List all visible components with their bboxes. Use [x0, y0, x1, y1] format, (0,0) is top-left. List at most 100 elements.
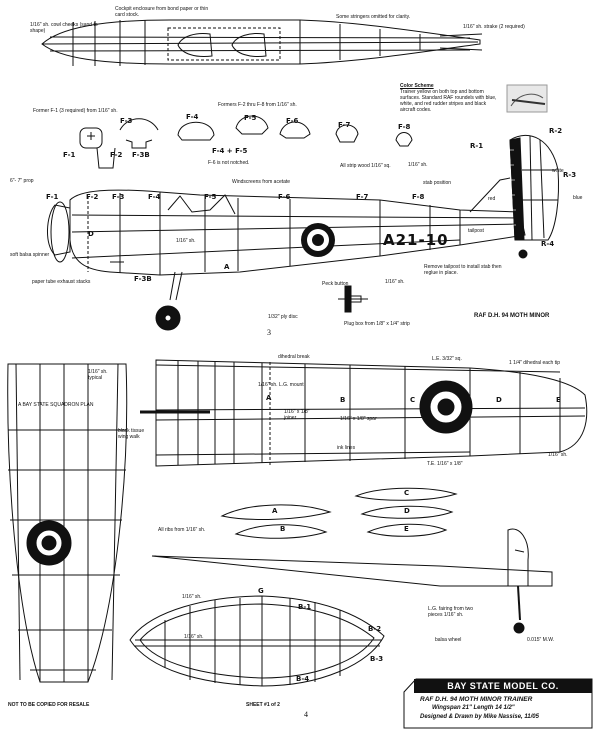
wing-ribs [220, 487, 458, 539]
callout-stab-b3: B-3 [370, 655, 384, 663]
callout-wing-b: B [340, 396, 346, 404]
label-stringers-omitted: Some stringers omitted for clarity. [336, 14, 411, 20]
label-stab-position: stab position [423, 180, 452, 186]
registration-code: A21-10 [383, 231, 449, 249]
label-white: white [552, 168, 564, 174]
title-company: BAY STATE MODEL CO. [414, 679, 592, 693]
label-f6-note: F-6 is not notched. [208, 160, 250, 166]
label-cockpit-enclosure: Cockpit enclosure from bond paper or thi… [115, 6, 209, 18]
label-lg-mount: 1/16" sh. L.G. mount [258, 382, 304, 388]
peck-button-detail [338, 285, 368, 313]
label-le: L.E. 3/32" sq. [432, 356, 462, 362]
callout-f2-top: F-2 [110, 151, 123, 159]
label-dihedral-tip: 1 1/4" dihedral each tip [509, 360, 560, 366]
title-designer: Designed & Drawn by Mike Nassise, 11/05 [420, 714, 539, 720]
label-te: T.E. 1/16" x 1/8" [427, 461, 463, 467]
label-exhaust-stacks: paper tube exhaust stacks [32, 279, 91, 285]
label-balsa-wheel: balsa wheel [435, 637, 462, 643]
callout-wing-c: C [410, 396, 416, 404]
main-wheel [155, 305, 181, 331]
callout-f7-top: F-7 [338, 121, 351, 129]
label-spar: 1/16" x 1/8" spar [340, 416, 377, 422]
wing-side-view [151, 528, 553, 634]
label-ink-lines: ink lines [337, 445, 356, 451]
label-sheet-b: 1/16" sh. [408, 162, 428, 168]
label-lg-fairing: L.G. fairing from two pieces 1/16" sh. [428, 606, 474, 618]
callout-r1: R-1 [470, 142, 484, 150]
callout-f3b-side: F-3B [134, 275, 152, 283]
label-ply-disc: 1/32" ply disc [268, 314, 298, 320]
label-dihedral-break: dihedral break [278, 354, 310, 360]
label-former-f1: Former F-1 (3 required) from 1/16" sh. [33, 108, 118, 114]
callout-rib-d: D [404, 507, 410, 515]
title-name: RAF D.H. 94 MOTH MINOR TRAINER [420, 696, 533, 703]
label-plug-box: Plug box from 1/8" x 1/4" strip [344, 321, 410, 327]
fuselage-side-view [47, 177, 526, 301]
color-scheme-heading: Color Scheme [400, 83, 434, 89]
tailplane-roundel [26, 520, 72, 566]
label-formers-f2-f8: Formers F-2 thru F-8 from 1/16" sh. [218, 102, 297, 108]
label-black-tissue: black tissue wing walk [118, 428, 145, 440]
color-scheme-note: Color Scheme Trainer yellow on both top … [400, 83, 500, 113]
callout-r2: R-2 [549, 127, 563, 135]
color-scheme-thumbnail [506, 84, 548, 113]
callout-a-side: A [224, 263, 230, 271]
page-number-3: 3 [267, 328, 271, 337]
fuselage-roundel [301, 223, 335, 257]
label-windscreens: Windscreens from acetate [232, 179, 291, 185]
former-outlines [79, 115, 413, 169]
label-prop: 6"- 7" prop [10, 178, 34, 184]
callout-stab-g: G [258, 587, 264, 595]
callout-f5: F-5 [244, 114, 257, 122]
callout-rib-e: E [404, 525, 409, 533]
callout-f1-side: F-1 [46, 193, 59, 201]
callout-stab-b2: B-2 [368, 625, 382, 633]
callout-f4-side: F-4 [148, 193, 161, 201]
label-joiner: 1/16" x 1/8" joiner [284, 409, 310, 421]
label-all-strip: All strip wood 1/16" sq. [340, 163, 391, 169]
label-sheet: SHEET #1 of 2 [246, 702, 280, 708]
callout-r4: R-4 [541, 240, 555, 248]
title-specs: Wingspan 21" Length 14 1/2" [432, 705, 515, 711]
callout-f8-top: F-8 [398, 123, 411, 131]
label-soft-spinner: soft balsa spinner [10, 252, 50, 258]
label-typical: 1/16" sh. typical [88, 369, 108, 381]
label-sheet-d: 1/16" sh. [548, 452, 568, 458]
tailplane-plan [7, 363, 128, 683]
label-cowl-cheeks: 1/16" sh. cowl cheeks (sand to shape) [30, 22, 98, 34]
label-stab-sheet-2: 1/16" sh. [184, 634, 204, 640]
callout-f7-side: F-7 [356, 193, 369, 201]
callout-f6-side: F-6 [278, 193, 291, 201]
callout-f1-top: F-1 [63, 151, 76, 159]
callout-d-side: D [88, 230, 94, 238]
tail-wheel [518, 249, 528, 259]
fuselage-top-view [41, 19, 483, 66]
label-mw: 0.015" M.W. [527, 637, 555, 643]
title-block: BAY STATE MODEL CO. RAF D.H. 94 MOTH MIN… [402, 678, 592, 728]
callout-rib-b: B [280, 525, 286, 533]
callout-r3: R-3 [563, 171, 577, 179]
label-blue: blue [573, 195, 583, 201]
callout-f3: F-3 [120, 117, 133, 125]
callout-f3b-top: F-3B [132, 151, 150, 159]
label-all-ribs: All ribs from 1/16" sh. [158, 527, 206, 533]
label-plan-title: RAF D.H. 94 MOTH MINOR [474, 313, 550, 319]
callout-stab-b1: B-1 [298, 603, 312, 611]
label-sheet-c: 1/16" sh. [385, 279, 405, 285]
horizontal-stab [129, 595, 385, 687]
label-remove-tailpost: Remove tailpost to install stab then reg… [424, 264, 502, 276]
callout-f2-side: F-2 [86, 193, 99, 201]
callout-f3-side: F-3 [112, 193, 125, 201]
callout-wing-e: E [556, 396, 561, 404]
callout-stab-b4: B-4 [296, 675, 310, 683]
label-not-copied: NOT TO BE COPIED FOR RESALE [8, 702, 90, 708]
wing-roundel [419, 380, 473, 434]
label-peck-button: Peck button [322, 281, 349, 287]
label-red: red [488, 196, 496, 202]
callout-wing-a: A [266, 394, 272, 402]
page-number-4: 4 [304, 710, 308, 719]
color-scheme-text: Trainer yellow on both top and bottom su… [400, 89, 497, 113]
label-stab-sheet-1: 1/16" sh. [182, 594, 202, 600]
label-strake: 1/16" sh. strake (2 required) [463, 24, 525, 30]
